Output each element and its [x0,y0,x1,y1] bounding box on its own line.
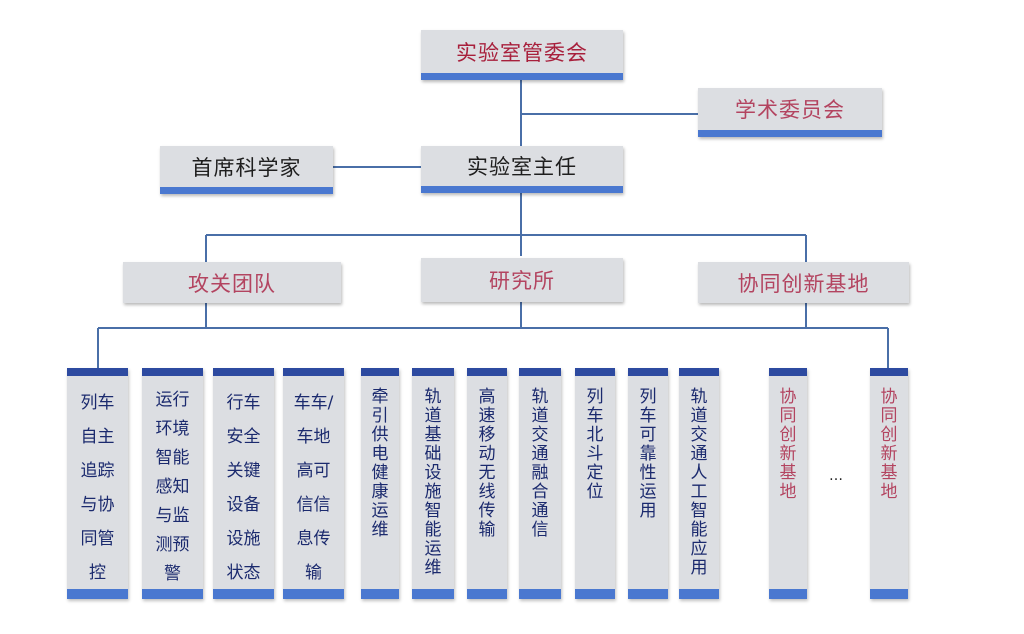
institute-label: 列车可靠性运用 [639,387,657,521]
innovation-base-2: 协同创新基地 [870,368,908,599]
chief-scientist-label: 首席科学家 [191,155,302,180]
institute-label: 列车北斗定位 [586,387,604,502]
team-line: 警 [164,564,181,584]
institute-reliability: 列车可靠性运用 [628,368,668,599]
team-line: 信信 [296,495,331,515]
team-line: 安全 [226,427,261,447]
research-teams: 攻关团队 [123,262,341,303]
ellipsis: … [829,468,843,484]
team-line: 控 [89,563,106,583]
innovation-bases: 协同创新基地 [698,262,909,303]
chief-scientist: 首席科学家 [160,146,333,194]
lab-management-committee-label: 实验室管委会 [456,40,588,65]
team-line: 关键 [226,461,261,481]
institute-label: 牵引供电健康运维 [371,387,389,540]
team-line: 感知 [155,477,190,497]
team-line: 智能 [155,448,190,468]
team-line: 列车 [80,393,115,413]
institute-beidou: 列车北斗定位 [575,368,615,599]
team-line: 输 [305,563,322,583]
team-line: 高可 [296,461,331,481]
innovation-bases-label: 协同创新基地 [737,271,870,296]
team-line: 测预 [155,535,190,555]
institute-label: 高速移动无线传输 [478,387,496,540]
team-line: 设备 [226,495,261,515]
team-train-autonomous-tracking: 列车 自主 追踪 与协 同管 控 [67,368,128,599]
team-line: 车车/ [293,393,334,413]
team-line: 行车 [226,393,261,413]
academic-committee: 学术委员会 [698,88,882,137]
team-line: 同管 [80,529,115,549]
innovation-base-1: 协同创新基地 [769,368,807,599]
team-line: 设施 [226,529,261,549]
institute-infrastructure: 轨道基础设施智能运维 [412,368,454,599]
lab-director-label: 实验室主任 [467,155,577,179]
academic-committee-label: 学术委员会 [735,98,845,122]
lab-director: 实验室主任 [421,146,623,193]
research-teams-label: 攻关团队 [188,271,276,296]
institute-label: 轨道交通人工智能应用 [690,387,708,578]
team-line: 与监 [155,506,190,526]
base-label: 协同创新基地 [779,387,797,502]
lab-management-committee: 实验室管委会 [421,30,623,80]
institute-label: 轨道基础设施智能运维 [424,387,442,578]
institute-ai: 轨道交通人工智能应用 [679,368,719,599]
team-line: 环境 [155,419,190,439]
team-line: 自主 [80,427,115,447]
research-institutes: 研究所 [421,258,623,302]
base-label: 协同创新基地 [880,387,898,502]
team-line: 与协 [80,495,115,515]
team-safety-equipment: 行车 安全 关键 设备 设施 状态 [213,368,274,599]
institute-converged-comm: 轨道交通融合通信 [519,368,561,599]
team-line: 车地 [296,427,331,447]
team-vehicle-communication: 车车/ 车地 高可 信信 息传 输 [283,368,344,599]
institute-label: 轨道交通融合通信 [531,387,549,540]
research-institutes-label: 研究所 [489,269,555,293]
team-line: 息传 [296,529,331,549]
team-line: 追踪 [80,461,115,481]
team-line: 状态 [226,563,261,583]
team-line: 运行 [155,390,190,410]
institute-traction-power: 牵引供电健康运维 [361,368,399,599]
team-environment-sensing: 运行 环境 智能 感知 与监 测预 警 [142,368,203,599]
institute-wireless: 高速移动无线传输 [467,368,507,599]
